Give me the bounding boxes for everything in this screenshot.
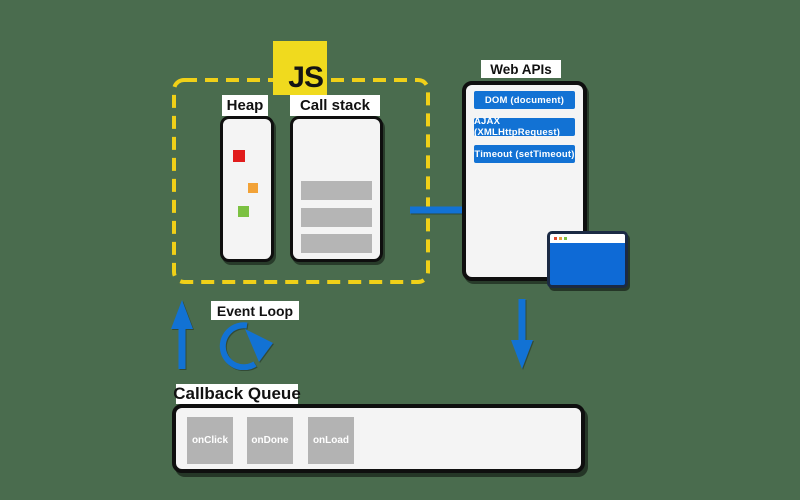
heap-box	[220, 116, 274, 262]
stack-frame	[301, 234, 372, 253]
callback-item-ondone: onDone	[247, 417, 293, 464]
webapi-item-dom: DOM (document)	[474, 91, 575, 109]
browser-window-icon	[547, 231, 628, 288]
arrow-queue-to-stack-icon	[171, 300, 193, 369]
webapi-item-ajax: AJAX (XMLHttpRequest)	[474, 116, 575, 138]
browser-dot-orange-icon	[559, 237, 562, 240]
stack-frame	[301, 208, 372, 227]
browser-titlebar	[550, 234, 625, 243]
callback-item-onload: onLoad	[308, 417, 354, 464]
browser-dot-green-icon	[564, 237, 567, 240]
heap-object-orange	[248, 183, 258, 193]
heap-object-red	[233, 150, 245, 162]
callback-queue-box: onClick onDone onLoad	[172, 404, 585, 473]
event-loop-cycle-icon	[219, 322, 273, 370]
callback-item-onclick: onClick	[187, 417, 233, 464]
js-logo: JS	[273, 41, 327, 95]
callback-queue-label: Callback Queue	[173, 384, 301, 404]
event-loop-label: Event Loop	[211, 301, 299, 320]
browser-dot-red-icon	[554, 237, 557, 240]
heap-object-green	[238, 206, 249, 217]
call-stack-box	[290, 116, 383, 262]
web-apis-label: Web APIs	[481, 60, 561, 78]
webapi-item-timeout: Timeout (setTimeout)	[474, 145, 575, 163]
stack-frame	[301, 181, 372, 200]
js-logo-text: JS	[288, 61, 324, 94]
arrow-webapis-to-queue-icon	[511, 299, 533, 369]
heap-label: Heap	[222, 95, 268, 116]
call-stack-label: Call stack	[290, 95, 380, 116]
